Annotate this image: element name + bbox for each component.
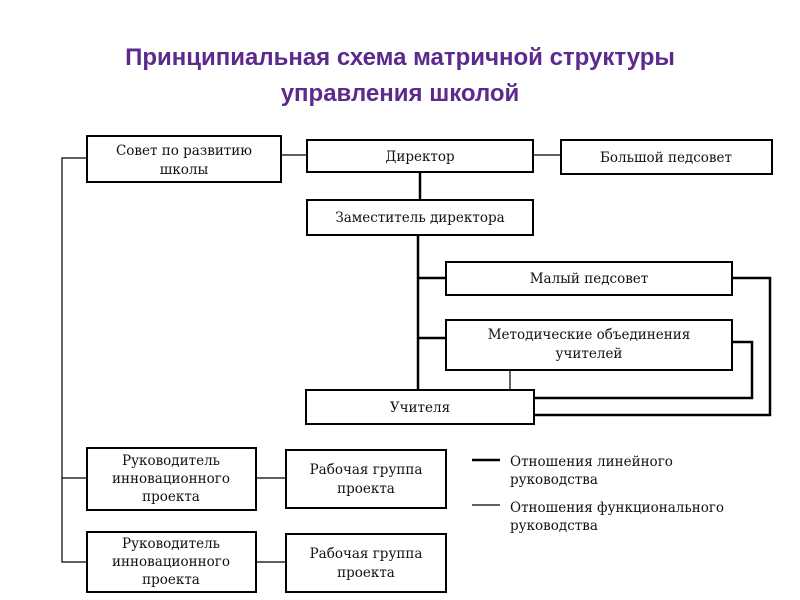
methodical-label-2: учителей — [556, 346, 623, 362]
leader2-label-2: инновационного — [112, 554, 230, 570]
group1-label-2: проекта — [337, 481, 395, 497]
methodical-label-1: Методические объединения — [488, 327, 691, 343]
legend-linear-label-1: Отношения линейного — [510, 454, 673, 470]
leader1-box: Руководитель инновационного проекта — [86, 447, 257, 511]
leader2-box: Руководитель инновационного проекта — [86, 531, 257, 593]
leader2-label-1: Руководитель — [122, 536, 220, 552]
small-council-box: Малый педсовет — [445, 261, 733, 296]
council-label-2: школы — [160, 162, 209, 178]
small-council-label: Малый педсовет — [530, 271, 649, 287]
group2-label-1: Рабочая группа — [310, 546, 423, 562]
leader1-label-3: проекта — [142, 489, 200, 505]
leader1-label-1: Руководитель — [122, 453, 220, 469]
big-council-label: Большой педсовет — [600, 150, 732, 166]
legend-linear-label-2: руководства — [510, 472, 598, 488]
council-box: Совет по развитию школы — [86, 135, 282, 183]
director-label: Директор — [385, 149, 454, 165]
council-label-1: Совет по развитию — [116, 143, 252, 159]
deputy-box: Заместитель директора — [306, 199, 534, 236]
teachers-label: Учителя — [390, 400, 450, 416]
connector-loop-methodical — [534, 340, 754, 400]
group2-label-2: проекта — [337, 565, 395, 581]
legend-functional-label-2: руководства — [510, 518, 598, 534]
teachers-box: Учителя — [305, 389, 535, 425]
title-line-1: Принципиальная схема матричной структуры — [125, 44, 675, 71]
title-line-2: управления школой — [280, 80, 520, 107]
big-council-box: Большой педсовет — [560, 139, 773, 175]
director-box: Директор — [306, 139, 534, 173]
leader2-label-3: проекта — [142, 572, 200, 588]
methodical-box: Методические объединения учителей — [445, 319, 733, 371]
diagram-title: Принципиальная схема матричной структуры… — [0, 40, 800, 112]
legend-functional-label-1: Отношения функционального — [510, 500, 724, 516]
group2-box: Рабочая группа проекта — [285, 533, 447, 593]
deputy-label: Заместитель директора — [335, 210, 504, 226]
legend: Отношения линейного руководства Отношени… — [472, 454, 724, 534]
group1-label-1: Рабочая группа — [310, 462, 423, 478]
connector-left-trunk — [61, 157, 87, 563]
leader1-label-2: инновационного — [112, 471, 230, 487]
group1-box: Рабочая группа проекта — [285, 449, 447, 509]
connector-loop-small-council — [534, 276, 772, 417]
